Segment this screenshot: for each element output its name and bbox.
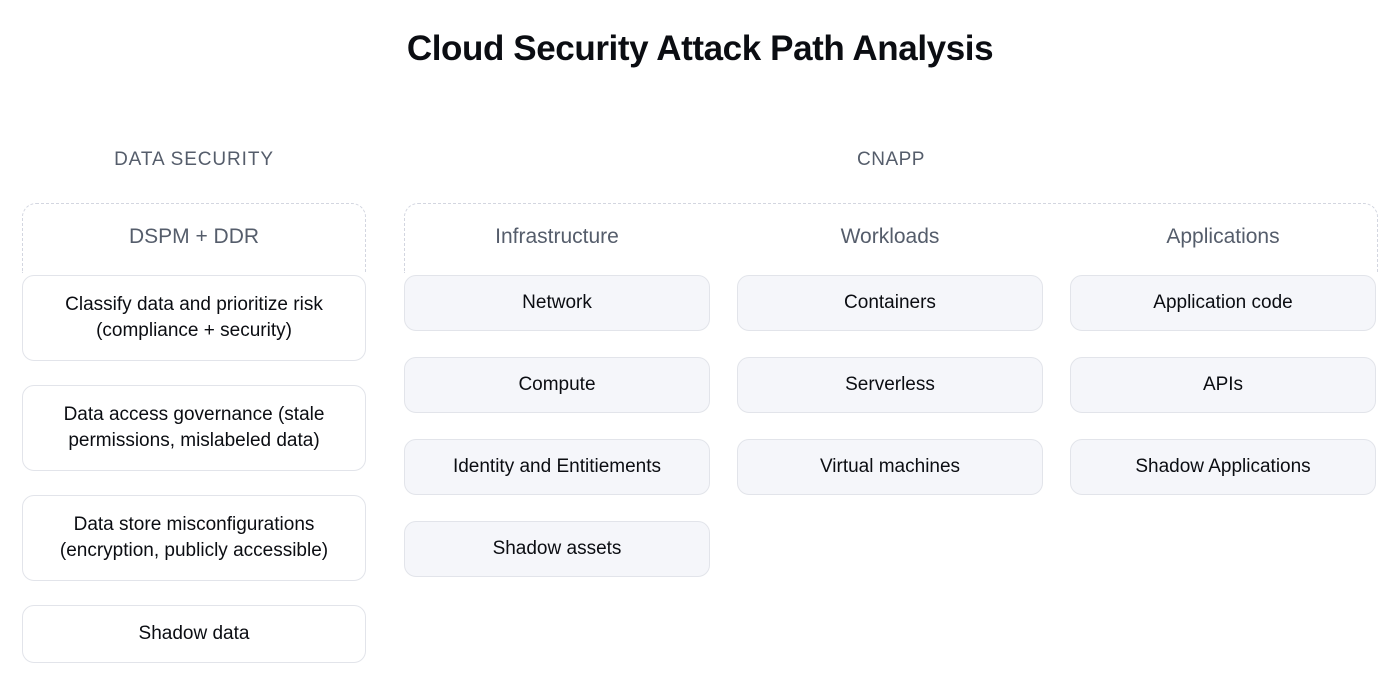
card-data-store-misconfigurations[interactable]: Data store misconfigurations (encryption…: [22, 495, 366, 581]
card-label: Data store misconfigurations (encryption…: [59, 514, 329, 561]
card-label: Application code: [1153, 292, 1293, 313]
column-workloads: Workloads Containers Serverless Virtual …: [737, 222, 1043, 521]
card-label: Containers: [844, 292, 936, 313]
card-classify-data[interactable]: Classify data and prioritize risk (compl…: [22, 275, 366, 361]
card-identity-and-entitlements[interactable]: Identity and Entitiements: [404, 439, 710, 495]
card-label: Serverless: [845, 374, 935, 395]
page-title: Cloud Security Attack Path Analysis: [406, 29, 994, 68]
column-dspm-ddr: DSPM + DDR Classify data and prioritize …: [22, 222, 366, 687]
card-label: Data access governance (stale permission…: [63, 404, 325, 451]
card-shadow-applications[interactable]: Shadow Applications: [1070, 439, 1376, 495]
card-network[interactable]: Network: [404, 275, 710, 331]
card-label: Shadow Applications: [1135, 456, 1311, 477]
card-virtual-machines[interactable]: Virtual machines: [737, 439, 1043, 495]
section-header-data-security: DATA SECURITY: [114, 149, 274, 170]
card-containers[interactable]: Containers: [737, 275, 1043, 331]
card-label: Classify data and prioritize risk (compl…: [65, 294, 323, 341]
card-label: Shadow assets: [492, 538, 622, 559]
card-application-code[interactable]: Application code: [1070, 275, 1376, 331]
column-title-workloads: Workloads: [840, 225, 940, 248]
column-title-dspm-ddr: DSPM + DDR: [128, 225, 260, 248]
card-label: APIs: [1202, 374, 1244, 395]
card-data-access-governance[interactable]: Data access governance (stale permission…: [22, 385, 366, 471]
column-body-workloads: Containers Serverless Virtual machines: [737, 275, 1043, 521]
card-compute[interactable]: Compute: [404, 357, 710, 413]
column-title-infrastructure: Infrastructure: [495, 225, 619, 248]
card-serverless[interactable]: Serverless: [737, 357, 1043, 413]
card-label: Shadow data: [138, 623, 250, 644]
card-label: Identity and Entitiements: [452, 456, 662, 477]
card-label: Compute: [518, 374, 596, 395]
column-body-applications: Application code APIs Shadow Application…: [1070, 275, 1376, 521]
card-label: Virtual machines: [819, 456, 961, 477]
card-shadow-data[interactable]: Shadow data: [22, 605, 366, 663]
section-header-cnapp: CNAPP: [857, 149, 925, 170]
column-body-dspm-ddr: Classify data and prioritize risk (compl…: [22, 275, 366, 687]
column-body-infrastructure: Network Compute Identity and Entitiement…: [404, 275, 710, 603]
card-label: Network: [522, 292, 592, 313]
column-title-applications: Applications: [1166, 225, 1280, 248]
card-apis[interactable]: APIs: [1070, 357, 1376, 413]
column-infrastructure: Infrastructure Network Compute Identity …: [404, 222, 710, 603]
column-applications: Applications Application code APIs Shado…: [1070, 222, 1376, 521]
dashed-group-cnapp: [404, 203, 1378, 273]
card-shadow-assets[interactable]: Shadow assets: [404, 521, 710, 577]
dashed-group-data-security: [22, 203, 366, 273]
